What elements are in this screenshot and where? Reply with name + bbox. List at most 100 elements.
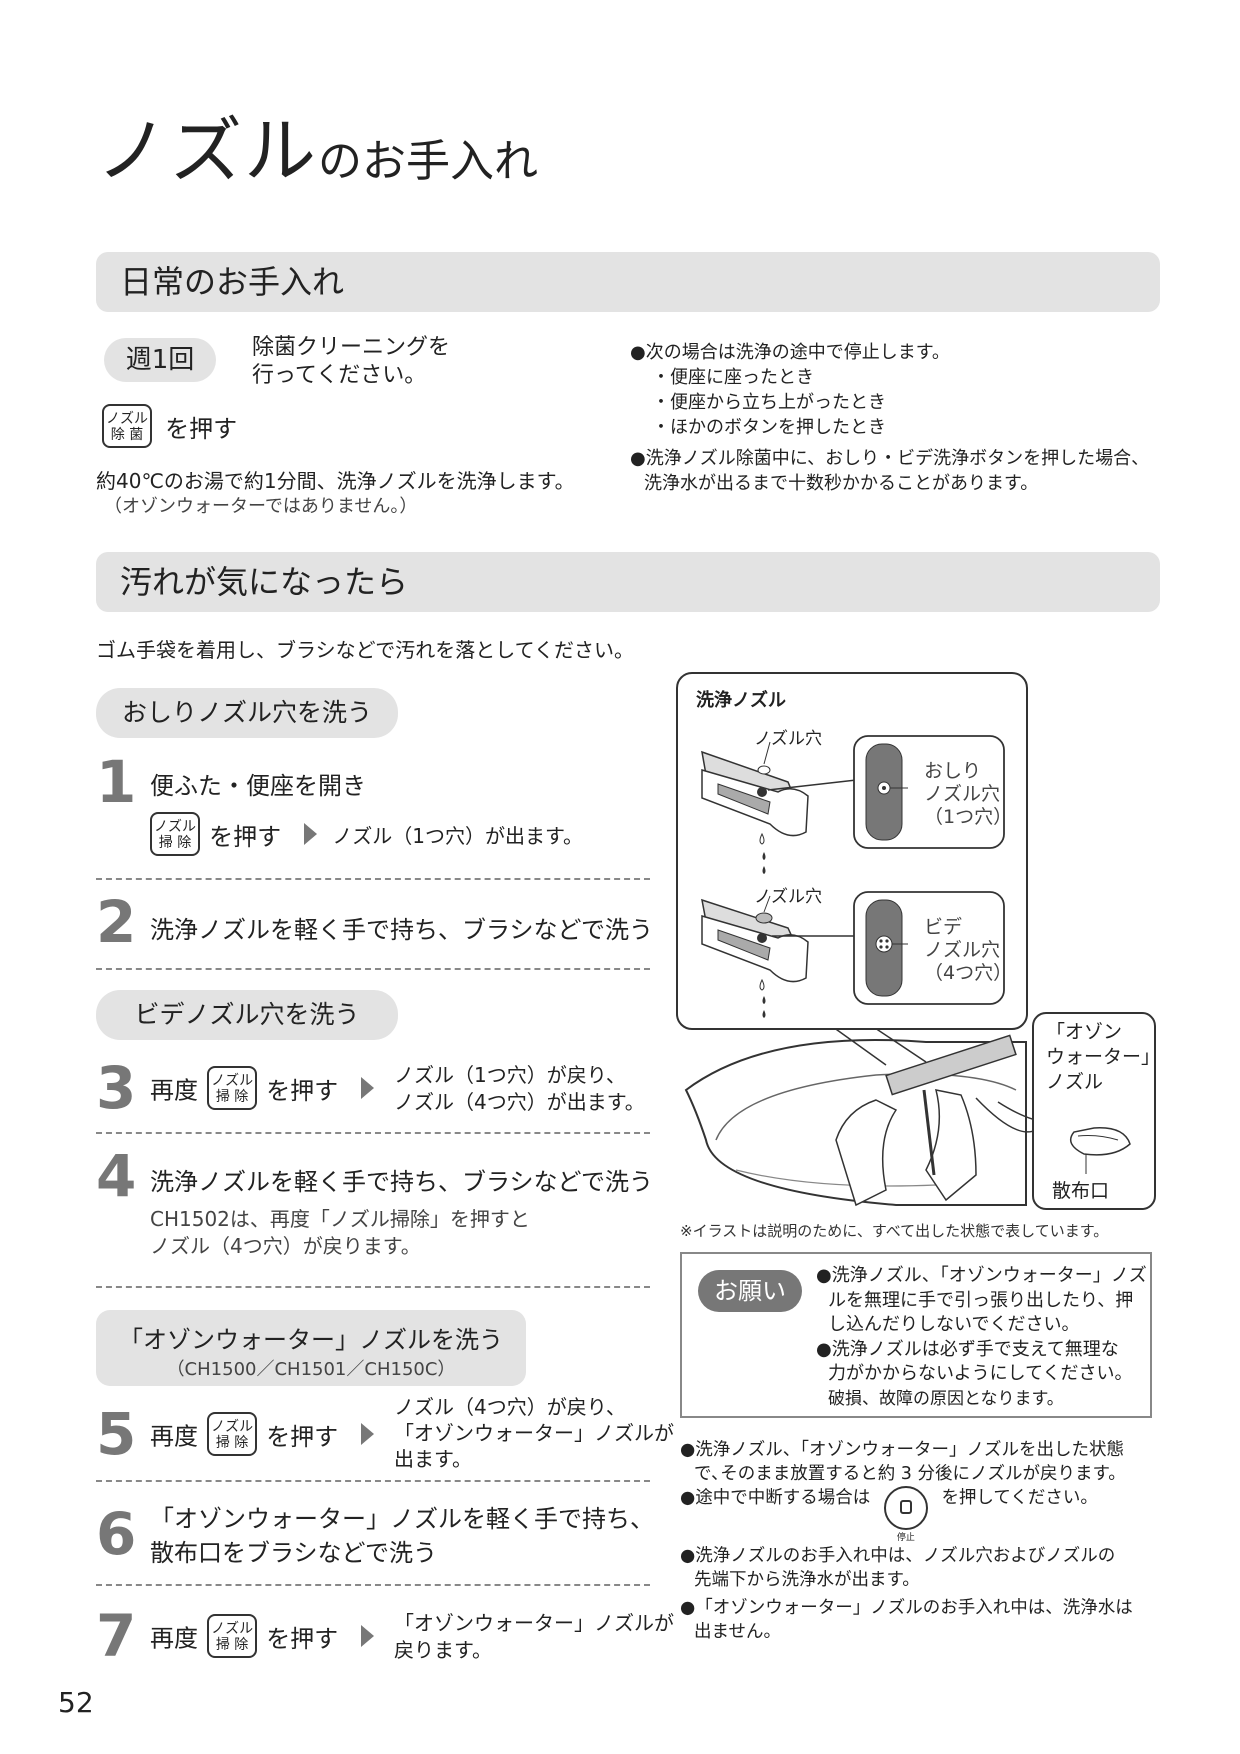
step-number: 1 [96,748,137,816]
divider [96,1132,650,1134]
oshiri-hole-label: おしり ノズル穴 （1つ穴） [924,760,1012,829]
nozzle-clean-button-icon: ノズル 掃 除 [207,1614,258,1658]
button-label: 掃 除 [215,1637,249,1653]
subsection-bidet: ビデノズル穴を洗う [96,990,398,1040]
subsection-ozone: 「オゾンウォーター」ノズルを洗う （CH1500／CH1501／CH150C） [96,1310,526,1386]
divider [96,878,650,880]
button-label: ノズル [211,1073,254,1089]
step7-row: 再度 ノズル 掃 除 を押す [150,1614,375,1658]
step-number: 2 [96,888,137,956]
request-line: 破損、故障の原因となります。 [828,1388,1064,1409]
note-text: ●途中で中断する場合は [680,1488,871,1508]
step-result-line: ノズル（4つ穴）が戻り、 [394,1395,626,1419]
button-label: 掃 除 [215,1435,249,1451]
page-title-sub: のお手入れ [318,136,539,187]
step-result: ノズル（4つ穴）が戻り、 「オゾンウォーター」ノズルが 出ます。 [394,1394,674,1472]
step-title: 洗浄ノズルを軽く手で持ち、ブラシなどで洗う [150,916,654,944]
request-line: し込んだりしないでください。 [828,1314,1080,1335]
label-line: （1つ穴） [924,806,1013,828]
press-text: を押す [165,414,238,443]
step-result-line: ノズル（4つ穴）が出ます。 [394,1090,645,1114]
page-title-main: ノズル [96,109,319,193]
step-pre: 再度 [150,1624,198,1653]
step-pre: 再度 [150,1422,198,1451]
label-line: ノズル穴 [924,783,1001,805]
illustration-caption: ※イラストは説明のために、すべて出した状態で表しています。 [680,1222,1109,1240]
nozzle-label: 洗浄ノズル [696,690,786,711]
arrow-right-icon [361,1077,375,1099]
step-title: 「オゾンウォーター」ノズルを軽く手で持ち、 散布口をブラシなどで洗う [150,1502,654,1570]
step-result-line: 出ます。 [394,1447,472,1471]
daily-description-line: 約40℃のお湯で約1分間、洗浄ノズルを洗浄します。 [96,469,575,493]
step-result: 「オゾンウォーター」ノズルが 戻ります。 [394,1610,674,1664]
label-line: ノズル穴 [924,939,1001,961]
nozzle-hole-label: ノズル穴 [754,887,822,907]
note-line: ・便座から立ち上がったとき [652,392,886,413]
press-text: を押す [266,1422,339,1451]
step-pre: 再度 [150,1076,198,1105]
nozzle-illustration [676,670,1166,1210]
step-result-line: 「オゾンウォーター」ノズルが [394,1421,674,1445]
nozzle-clean-button-icon: ノズル 掃 除 [207,1066,258,1110]
step-number: 3 [96,1054,137,1122]
label-line: 「オゾン [1046,1021,1123,1043]
button-label: ノズル [211,1621,254,1637]
request-text: ●洗浄ノズル、「オゾンウォーター」ノズ ルを無理に手で引っ張り出したり、押 し込… [816,1264,1147,1411]
step-title: 便ふた・便座を開き [150,772,366,800]
divider [96,968,650,970]
press-text: を押す [266,1624,339,1653]
nozzle-sterilize-button-icon: ノズル 除 菌 [102,404,152,448]
step-number: 5 [96,1400,137,1468]
request-line: ●洗浄ノズル、「オゾンウォーター」ノズ [816,1265,1147,1286]
ozone-nozzle-callout: 「オゾン ウォーター」 ノズル 散布口 [1032,1012,1160,1210]
note-line: ●洗浄ノズル除菌中に、おしり・ビデ洗浄ボタンを押した場合、 [630,448,1150,469]
step-note: CH1502は、再度「ノズル掃除」を押すと ノズル（4つ穴）が戻ります。 [150,1206,530,1260]
daily-section-heading: 日常のお手入れ [96,252,1160,312]
note-line: ●洗浄ノズルのお手入れ中は、ノズル穴およびノズルの [680,1546,1116,1566]
press-text: を押す [209,822,282,851]
step1-press-row: ノズル 掃 除 を押す ノズル（1つ穴）が出ます。 [150,812,583,856]
button-label: ノズル [211,1419,254,1435]
step-result-line: 戻ります。 [394,1638,492,1662]
nozzle-detail-box: 洗浄ノズル ノズル穴 ノズル穴 [676,672,1028,1030]
bidet-hole-label: ビデ ノズル穴 （4つ穴） [924,916,1012,985]
dirty-intro: ゴム手袋を着用し、ブラシなどで汚れを落としてください。 [96,638,634,662]
label-line: （4つ穴） [924,962,1013,984]
divider [96,1584,650,1586]
nozzle-clean-button-icon: ノズル 掃 除 [207,1412,258,1456]
stop-button-icon: 停止 [883,1486,928,1543]
request-box: お願い ●洗浄ノズル、「オゾンウォーター」ノズ ルを無理に手で引っ張り出したり、… [680,1252,1152,1418]
step-note-line: ノズル（4つ穴）が戻ります。 [150,1234,421,1258]
divider [96,1480,650,1482]
note-line: で､そのまま放置すると約 3 分後にノズルが戻ります。 [694,1464,1126,1484]
label-line: ビデ [924,916,963,938]
note-line: 洗浄水が出るまで十数秒かかることがあります。 [644,473,1039,494]
daily-instruction-line: 行ってください。 [252,363,427,388]
label-line: ノズル [1046,1071,1104,1093]
button-label: ノズル [154,819,196,835]
step-number: 4 [96,1142,137,1210]
button-label: 掃 除 [158,835,192,851]
button-label: 除 菌 [110,427,144,443]
step-title: 洗浄ノズルを軽く手で持ち、ブラシなどで洗う [150,1168,654,1196]
label-line: おしり [924,760,982,782]
note-line: ・便座に座ったとき [652,367,814,388]
step-result-line: ノズル（1つ穴）が戻り、 [394,1063,626,1087]
arrow-right-icon [361,1625,375,1647]
step5-row: 再度 ノズル 掃 除 を押す [150,1412,375,1456]
step-number: 6 [96,1500,137,1568]
button-label: ノズル [106,411,148,427]
step-title-line: 散布口をブラシなどで洗う [150,1539,438,1567]
note-line: 先端下から洗浄水が出ます。 [694,1570,920,1590]
nozzle-hole-label: ノズル穴 [754,729,822,749]
daily-instruction: 除菌クリーニングを 行ってください。 [252,334,450,390]
daily-press-row: ノズル 除 菌 を押す [102,404,237,448]
step-result: ノズル（1つ穴）が戻り、 ノズル（4つ穴）が出ます。 [394,1062,645,1116]
arrow-right-icon [361,1423,375,1445]
note-line: 出ません。 [694,1622,781,1642]
divider [96,1286,650,1288]
arrow-right-icon [304,823,318,845]
stop-label: 停止 [896,1533,915,1543]
subsection-title: 「オゾンウォーター」ノズルを洗う [119,1326,503,1354]
daily-notes: ●次の場合は洗浄の途中で停止します。 ・便座に座ったとき ・便座から立ち上がった… [630,340,1149,496]
